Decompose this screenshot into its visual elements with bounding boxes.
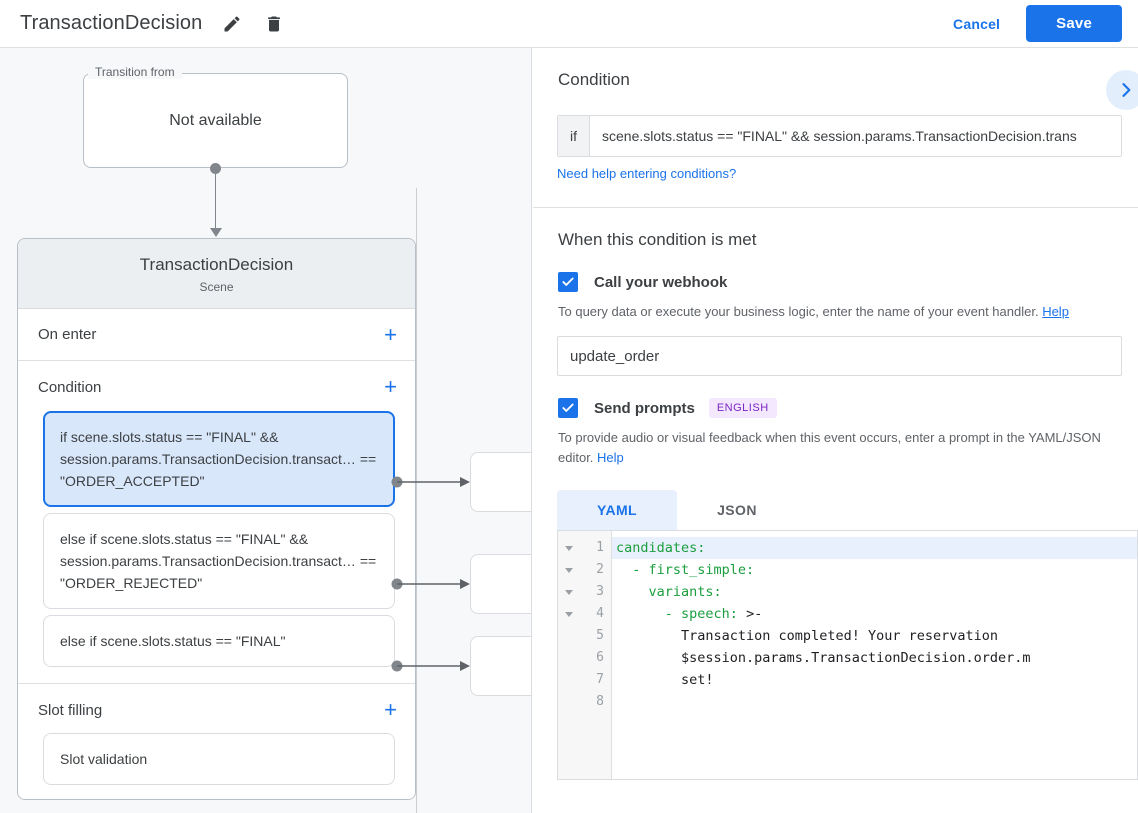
section-slot-filling: Slot filling + Slot validation [18,684,415,799]
connector-line [215,168,216,231]
language-badge: ENGLISH [708,398,777,418]
on-enter-label: On enter [38,326,97,343]
editor-fold-gutter[interactable] [558,531,580,779]
chevron-right-icon[interactable] [1106,70,1138,110]
code-line[interactable]: - speech: >- [664,606,763,622]
condition-list-item[interactable]: else if scene.slots.status == "FINAL" [43,615,395,667]
code-line[interactable]: - first_simple: [632,562,755,578]
section-on-enter[interactable]: On enter + [18,309,415,361]
send-prompts-checkbox[interactable] [558,398,578,418]
condition-list-item[interactable]: if scene.slots.status == "FINAL" && sess… [43,411,395,507]
transition-from-value: Not available [169,111,262,129]
prompts-helper-text: To provide audio or visual feedback when… [558,428,1122,468]
editor-format-tabs: YAML JSON [557,490,1138,530]
scene-graph-pane: Not available Transition from Transactio… [0,48,532,813]
scene-name: TransactionDecision [139,255,294,274]
page-title: TransactionDecision [20,12,203,34]
send-prompts-label: Send prompts [594,399,695,417]
code-line[interactable]: candidates: [612,537,1137,559]
line-number: 4 [596,606,604,621]
line-number: 3 [596,584,604,599]
tab-yaml[interactable]: YAML [557,490,677,530]
scene-subtitle: Scene [199,280,234,294]
if-prefix-label: if [558,116,590,156]
line-number: 6 [596,650,604,665]
condition-section: Condition if Need help entering conditio… [533,48,1138,208]
line-number: 7 [596,672,604,687]
when-condition-met-heading: When this condition is met [558,230,757,249]
editor-code-area[interactable]: candidates: - first_simple: variants: - … [612,531,1137,779]
transition-from-card: Not available [83,73,348,168]
when-condition-met-section: When this condition is met Call your web… [533,208,1138,780]
webhook-helper-text: To query data or execute your business l… [558,302,1122,322]
transition-target-box[interactable] [470,452,531,512]
condition-input-group[interactable]: if [557,115,1122,157]
call-webhook-row: Call your webhook [558,272,1138,292]
transition-target-box[interactable] [470,636,531,696]
code-line[interactable]: set! [616,672,714,688]
fold-toggle-icon[interactable] [558,625,580,647]
slot-validation-item[interactable]: Slot validation [43,733,395,785]
code-line[interactable]: variants: [648,584,722,600]
fold-toggle-icon[interactable] [558,691,580,713]
call-webhook-checkbox[interactable] [558,272,578,292]
condition-help-link[interactable]: Need help entering conditions? [557,166,737,181]
add-slot-filling-icon[interactable]: + [384,697,397,722]
line-number: 2 [596,562,604,577]
fold-toggle-icon[interactable] [558,647,580,669]
condition-label: Condition [38,378,102,396]
add-condition-icon[interactable]: + [384,374,397,399]
fold-toggle-icon[interactable] [558,581,580,603]
fold-toggle-icon[interactable] [558,537,580,559]
pencil-icon[interactable] [220,12,244,36]
webhook-help-link[interactable]: Help [1042,304,1069,319]
condition-expression-input[interactable] [590,116,1121,156]
call-webhook-label: Call your webhook [594,273,728,291]
code-line[interactable]: $session.params.TransactionDecision.orde… [616,650,1031,666]
condition-list-item[interactable]: else if scene.slots.status == "FINAL" &&… [43,513,395,609]
line-number: 5 [596,628,604,643]
fold-toggle-icon[interactable] [558,669,580,691]
condition-heading: Condition [558,70,630,89]
code-line[interactable]: Transaction completed! Your reservation [616,628,999,644]
transition-from-legend: Transition from [88,65,182,79]
tab-json[interactable]: JSON [717,502,757,518]
condition-block-head: Condition + [18,361,415,406]
webhook-helper-prefix: To query data or execute your business l… [558,304,1043,319]
slot-filling-label: Slot filling [38,701,103,719]
scene-header: TransactionDecision Scene [18,239,415,309]
cancel-button[interactable]: Cancel [937,7,1016,41]
prompts-help-link[interactable]: Help [597,450,624,465]
connector-arrowhead [210,228,222,237]
top-app-bar: TransactionDecision Cancel Save [0,0,1138,48]
webhook-handler-input[interactable] [557,336,1122,376]
save-button[interactable]: Save [1026,5,1122,42]
trash-icon[interactable] [262,12,286,36]
editor-line-number-gutter: 1 2 3 4 5 6 7 8 [580,531,612,779]
yaml-editor[interactable]: 1 2 3 4 5 6 7 8 candidates: - first_simple: var… [557,530,1138,780]
line-number: 1 [596,540,604,555]
slot-filling-block-head: Slot filling + [18,684,415,729]
transition-target-box[interactable] [470,554,531,614]
transition-to-card: TransactionDecision Scene On enter + Con… [17,238,416,800]
fold-toggle-icon[interactable] [558,559,580,581]
add-on-enter-icon[interactable]: + [384,321,397,347]
send-prompts-row: Send prompts ENGLISH [558,398,1138,418]
section-condition: Condition + if scene.slots.status == "FI… [18,361,415,684]
topbar-actions: Cancel Save [937,5,1138,42]
line-number: 8 [596,694,604,709]
fold-toggle-icon[interactable] [558,603,580,625]
details-panel: Condition if Need help entering conditio… [533,48,1138,813]
prompts-helper-prefix: To provide audio or visual feedback when… [558,430,1101,465]
code-line[interactable] [612,691,1137,713]
